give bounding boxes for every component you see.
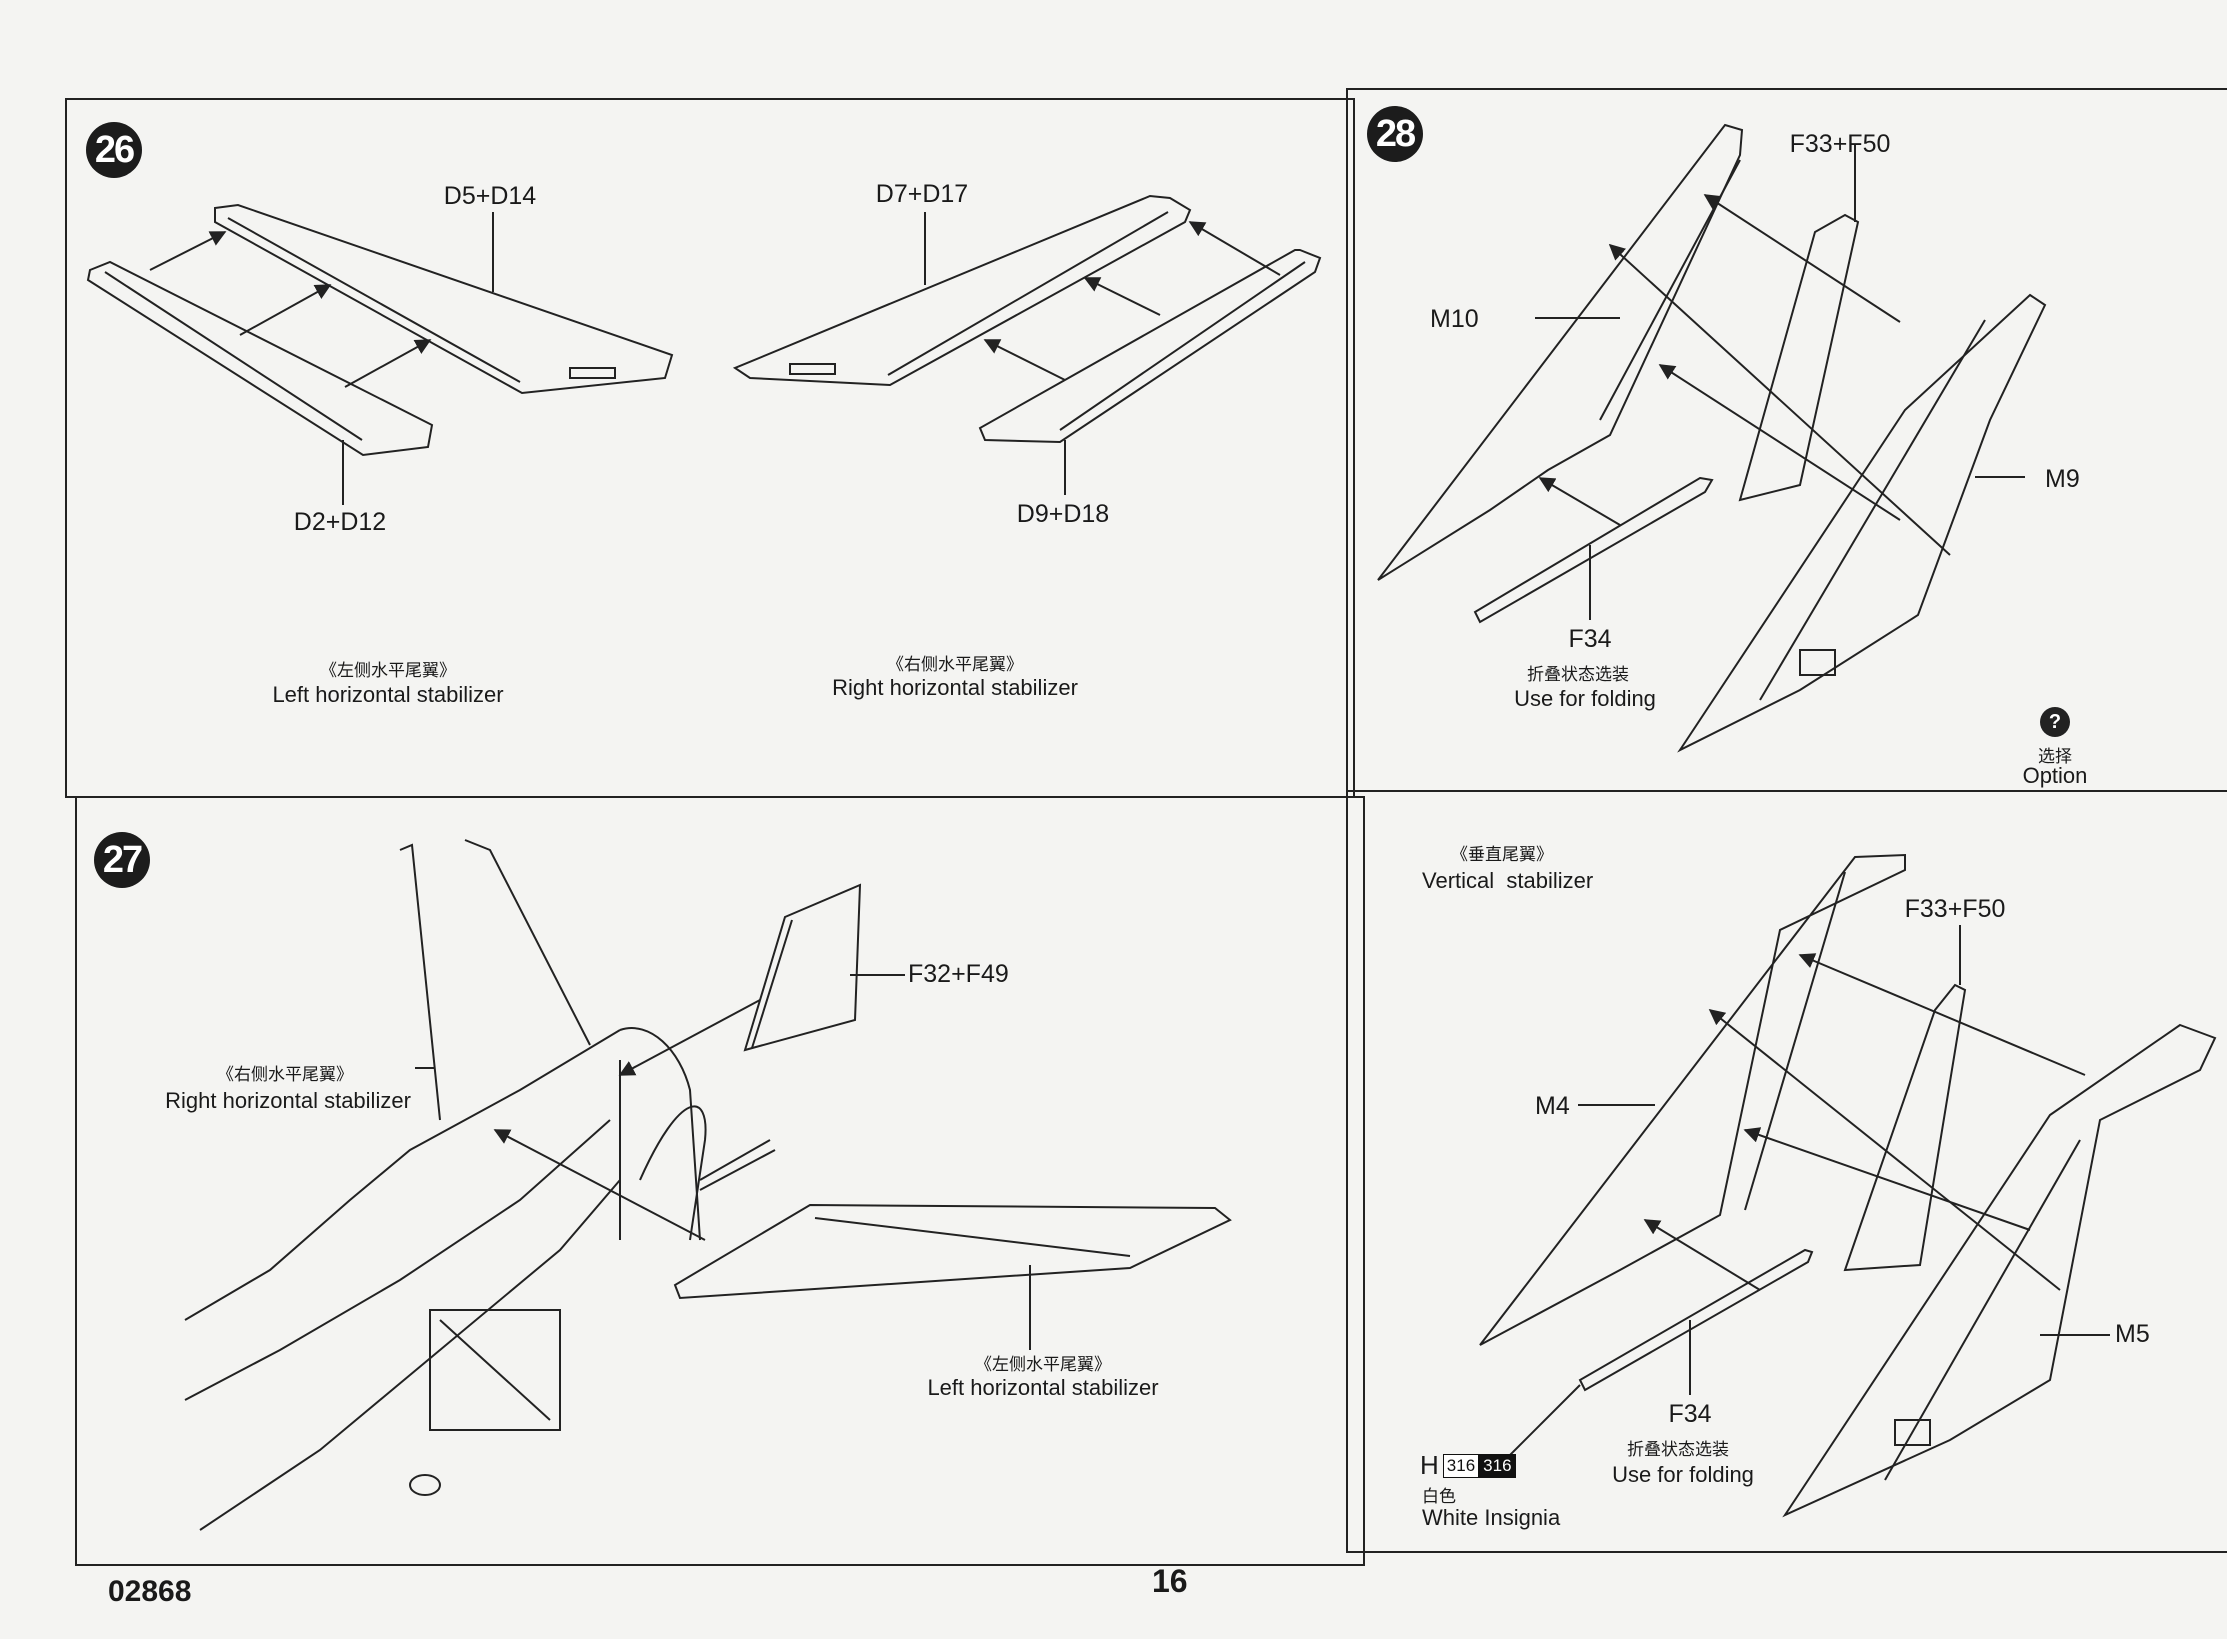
step27-left-stabilizer (673, 1203, 1232, 1300)
tip-f33-f50-lower (1843, 983, 1967, 1272)
part-f34-lower-label: F34 (1668, 1400, 1712, 1428)
right-stabilizer-caption-en: Right horizontal stabilizer (832, 675, 1078, 700)
decal-number-white: 316 (1442, 1453, 1480, 1478)
arrow (1708, 1009, 2061, 1291)
fin-m4 (1479, 853, 1906, 1346)
part-m9-label: M9 (2045, 465, 2080, 493)
step-27-panel (75, 796, 1365, 1566)
part-d9-d18-label: D9+D18 (1016, 500, 1110, 528)
part-d7-d17-label: D7+D17 (875, 180, 969, 208)
left-stabilizer-caption-en: Left horizontal stabilizer (272, 682, 504, 707)
part-f34-label: F34 (1568, 625, 1612, 653)
arrow (493, 1129, 706, 1241)
fin-m5 (1782, 1023, 2217, 1518)
fin-m9 (1677, 293, 2047, 753)
decal-number-black: 316 (1479, 1453, 1516, 1478)
decal-sheet-letter: H (1420, 1450, 1439, 1480)
arrow (149, 231, 227, 271)
tip-f33-f50 (1738, 213, 1860, 502)
f34-folding-en: Use for folding (1514, 686, 1656, 711)
part-m10-label: M10 (1430, 305, 1479, 333)
vertical-stabilizer-en: Vertical stabilizer (1422, 868, 1594, 893)
part-d2-d12-label: D2+D12 (293, 508, 387, 536)
option-label-cn: 选择 (2038, 747, 2072, 767)
decal-callout: H 316 316 (1420, 1450, 1516, 1481)
part-f33-f50-lower-label: F33+F50 (1904, 895, 2006, 923)
divider-line (1346, 790, 2227, 792)
right-stabilizer-caption-cn: 《右侧水平尾翼》 (887, 655, 1023, 675)
right-stabilizer-lower-part (978, 249, 1322, 444)
product-code: 02868 (108, 1575, 192, 1608)
step27-right-caption-cn: 《右侧水平尾翼》 (217, 1065, 353, 1085)
part-d5-d14-label: D5+D14 (443, 182, 537, 210)
arrow (1658, 364, 1901, 521)
left-stabilizer-lower-part (86, 260, 434, 457)
f34-lower-folding-cn: 折叠状态选装 (1627, 1440, 1729, 1460)
step27-right-caption-en: Right horizontal stabilizer (165, 1088, 411, 1113)
decal-color-cn: 白色 (1422, 1487, 1456, 1507)
strip-f34-lower (1578, 1248, 1814, 1392)
strip-f34 (1473, 476, 1714, 624)
arrow (1538, 477, 1621, 526)
part-m4-label: M4 (1535, 1092, 1570, 1120)
step-27-badge: 27 (94, 832, 150, 888)
part-f32-f49-label: F32+F49 (908, 960, 1009, 988)
fin-m10 (1377, 123, 1744, 581)
aircraft-tail-section (184, 839, 776, 1531)
left-stabilizer-upper-part (214, 203, 674, 395)
arrow (1743, 1127, 2031, 1231)
step-28-panel (1346, 88, 2227, 1553)
arrow (1703, 194, 1901, 323)
option-icon: ? (2040, 707, 2070, 737)
right-stabilizer-upper-part (732, 194, 1192, 387)
part-m5-label: M5 (2115, 1320, 2150, 1348)
arrow (1608, 243, 1951, 556)
step27-left-caption-cn: 《左侧水平尾翼》 (975, 1355, 1111, 1375)
arrow (1188, 221, 1281, 276)
page-number: 16 (1152, 1563, 1188, 1599)
f34-lower-folding-en: Use for folding (1612, 1462, 1754, 1487)
part-f33-f50-label: F33+F50 (1789, 130, 1891, 158)
step-26-badge: 26 (86, 122, 142, 178)
step27-left-caption-en: Left horizontal stabilizer (927, 1375, 1159, 1400)
option-label-en: Option (2022, 763, 2088, 788)
vertical-stabilizer-cn: 《垂直尾翼》 (1451, 845, 1553, 865)
decal-color-en: White Insignia (1422, 1505, 1561, 1530)
arrow (983, 339, 1066, 381)
arrow (618, 999, 761, 1076)
arrow (1798, 953, 2086, 1076)
arrow (1083, 277, 1161, 316)
step-28-badge: 28 (1367, 106, 1423, 162)
left-stabilizer-caption-cn: 《左侧水平尾翼》 (320, 661, 456, 681)
arrow (239, 284, 332, 336)
arrow (344, 339, 432, 388)
arrow (1643, 1219, 1761, 1291)
f34-folding-cn: 折叠状态选装 (1527, 665, 1629, 685)
panel-f32-f49 (743, 883, 862, 1052)
